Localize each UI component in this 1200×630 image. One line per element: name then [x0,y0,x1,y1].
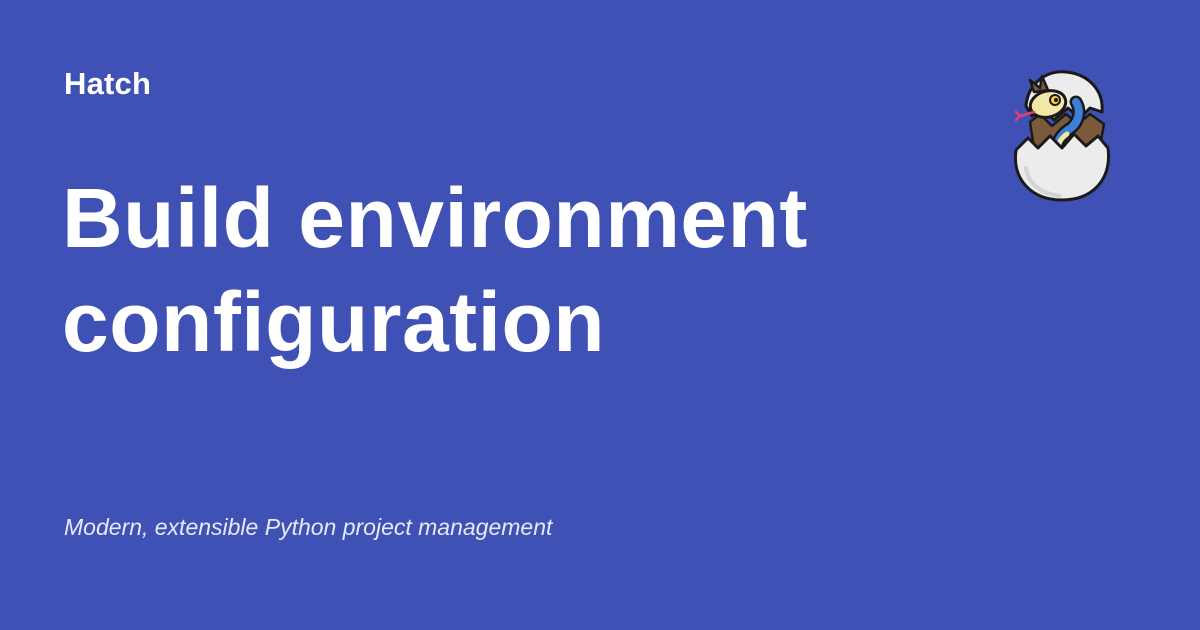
hatching-snake-egg-icon [1004,68,1120,204]
page-title-line-2: configuration [62,275,606,369]
page-title: Build environment configuration [62,166,962,374]
egg-shell-bottom [1014,132,1110,202]
snake-tongue [1014,110,1036,122]
snake-crest [1028,74,1050,94]
site-name: Hatch [64,66,152,101]
page-title-line-1: Build environment [62,171,808,265]
tagline: Modern, extensible Python project manage… [64,514,553,540]
